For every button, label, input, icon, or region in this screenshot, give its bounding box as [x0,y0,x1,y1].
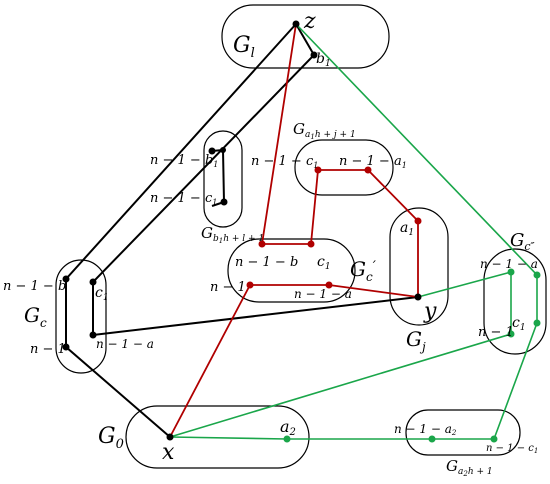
label-gj: Gj [406,327,426,354]
label-ga1: Ga1h + j + 1 [293,120,356,141]
red-vertices [246,166,422,289]
label-c1-gcp: c1 [317,254,331,272]
box-ga1 [294,139,394,196]
label-nm1-gcp: n − 1 [210,280,246,295]
box-gc [55,259,107,374]
label-a2: a2 [280,417,296,438]
label-nm1-b1-left: n − 1 − b1 [150,153,218,169]
label-nm1-gc: n − 1 [30,342,66,357]
label-gc2: Gc″ [510,230,536,253]
label-nm1-a-gcp: n − 1 − a [294,287,352,301]
label-x: x [162,440,175,465]
label-nm1-a1-top: n − 1 − a1 [339,154,407,170]
label-ga2: Ga2h + 1 [446,457,493,478]
red-path [169,23,419,438]
box-gc2 [483,248,547,355]
black-path-branch [92,23,419,337]
label-gl: Gl [233,33,255,61]
label-nm1-b-gc: n − 1 − b [3,279,66,294]
label-gcp: Gc′ [350,257,377,284]
green-vertices [283,268,541,443]
black-path [65,23,297,438]
label-z: z [303,9,316,34]
box-gcp [227,238,356,303]
label-c1-gc2: c1 [512,315,526,333]
label-gb1: Gb1h + l + 1 [201,224,264,245]
label-nm1-a-gc2: n − 1 − a [480,257,538,271]
box-gl [221,4,390,69]
label-g0: G0 [98,424,124,452]
box-gj [389,207,449,326]
label-b1-top: b1 [316,51,331,69]
box-g0 [125,405,310,469]
box-ga2 [405,409,521,456]
green-path [169,23,538,440]
label-gc: Gc [24,303,47,330]
black-vertices [62,20,422,441]
label-nm1-b-gcp: n − 1 − b [235,255,298,270]
label-nm1-a2: n − 1 − a2 [394,422,457,437]
label-nm1-a-gc: n − 1 − a [96,337,154,351]
box-gb1 [203,130,243,228]
black-path-gb1 [211,148,226,207]
label-nm1-c1-ga2: n − 1 − c1 [486,443,538,455]
label-a1-right: a1 [400,220,414,238]
label-nm1-c1-top: n − 1 − c1 [251,154,318,170]
label-c1-gc: c1 [95,285,109,303]
label-nm1-c1-left: n − 1 − c1 [150,191,217,207]
label-y: y [423,299,437,324]
label-nm1-gc2: n − 1 [478,325,514,340]
